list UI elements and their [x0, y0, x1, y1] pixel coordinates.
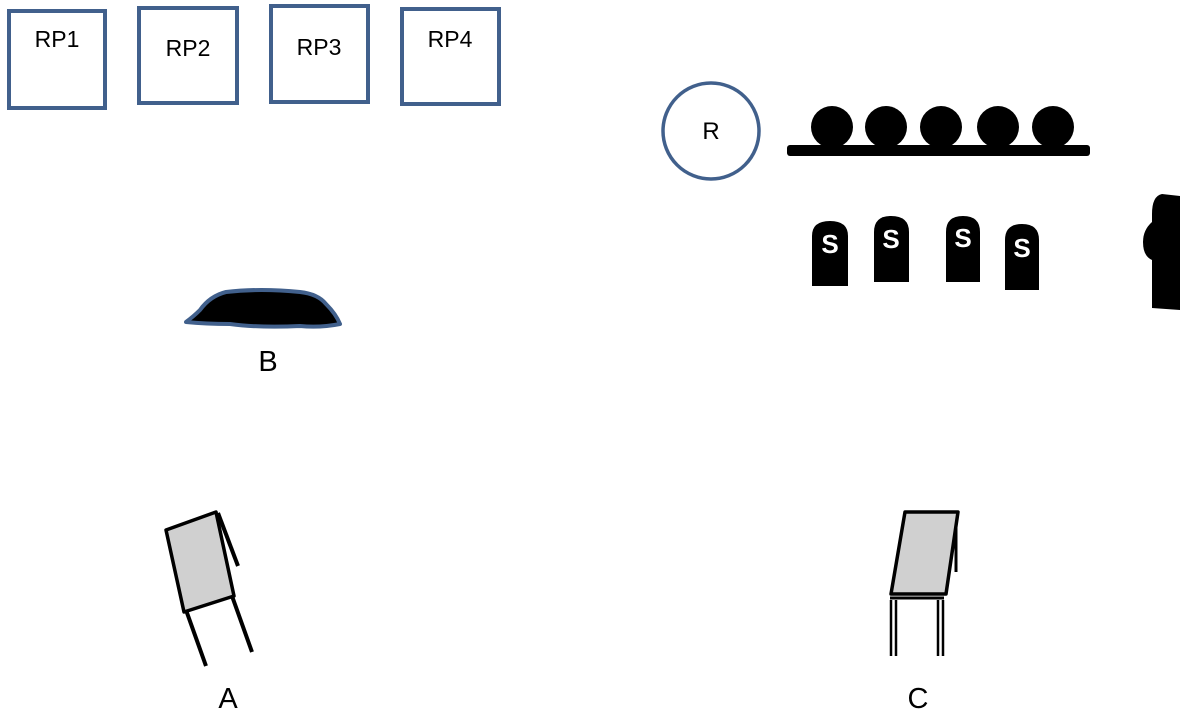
rp-box-3-label: RP3	[297, 34, 342, 60]
side-figure-silhouette-icon	[1143, 194, 1180, 310]
rp-box-1-label: RP1	[35, 26, 80, 52]
rp-box-4: RP4	[400, 7, 501, 106]
r-circle-label: R	[702, 118, 719, 145]
seat-icon	[865, 106, 907, 148]
s-marker-4-label: S	[1013, 233, 1030, 263]
s-marker-3: S	[946, 216, 980, 282]
rp-box-2: RP2	[137, 6, 239, 105]
bench-bar	[787, 145, 1090, 156]
a-label: A	[218, 683, 238, 715]
seat-icon	[1032, 106, 1074, 148]
r-circle: R	[661, 81, 761, 181]
rp-box-3: RP3	[269, 4, 370, 104]
s-marker-4: S	[1005, 224, 1039, 290]
s-marker-2-label: S	[882, 224, 899, 254]
rp-box-1: RP1	[7, 9, 107, 110]
c-label: C	[908, 683, 929, 715]
seat-icon	[811, 106, 853, 148]
bench	[787, 106, 1090, 156]
easel-c-icon	[889, 510, 960, 656]
rp-box-2-label: RP2	[166, 35, 211, 61]
rp-box-4-label: RP4	[428, 26, 473, 52]
s-marker-1-label: S	[821, 229, 838, 259]
easel-a-icon	[164, 510, 254, 667]
s-marker-3-label: S	[954, 223, 971, 253]
b-mat-icon	[184, 288, 342, 329]
seat-icon	[977, 106, 1019, 148]
s-marker-2: S	[874, 216, 909, 282]
s-marker-1: S	[812, 221, 848, 286]
seat-icon	[920, 106, 962, 148]
b-label: B	[258, 346, 277, 378]
